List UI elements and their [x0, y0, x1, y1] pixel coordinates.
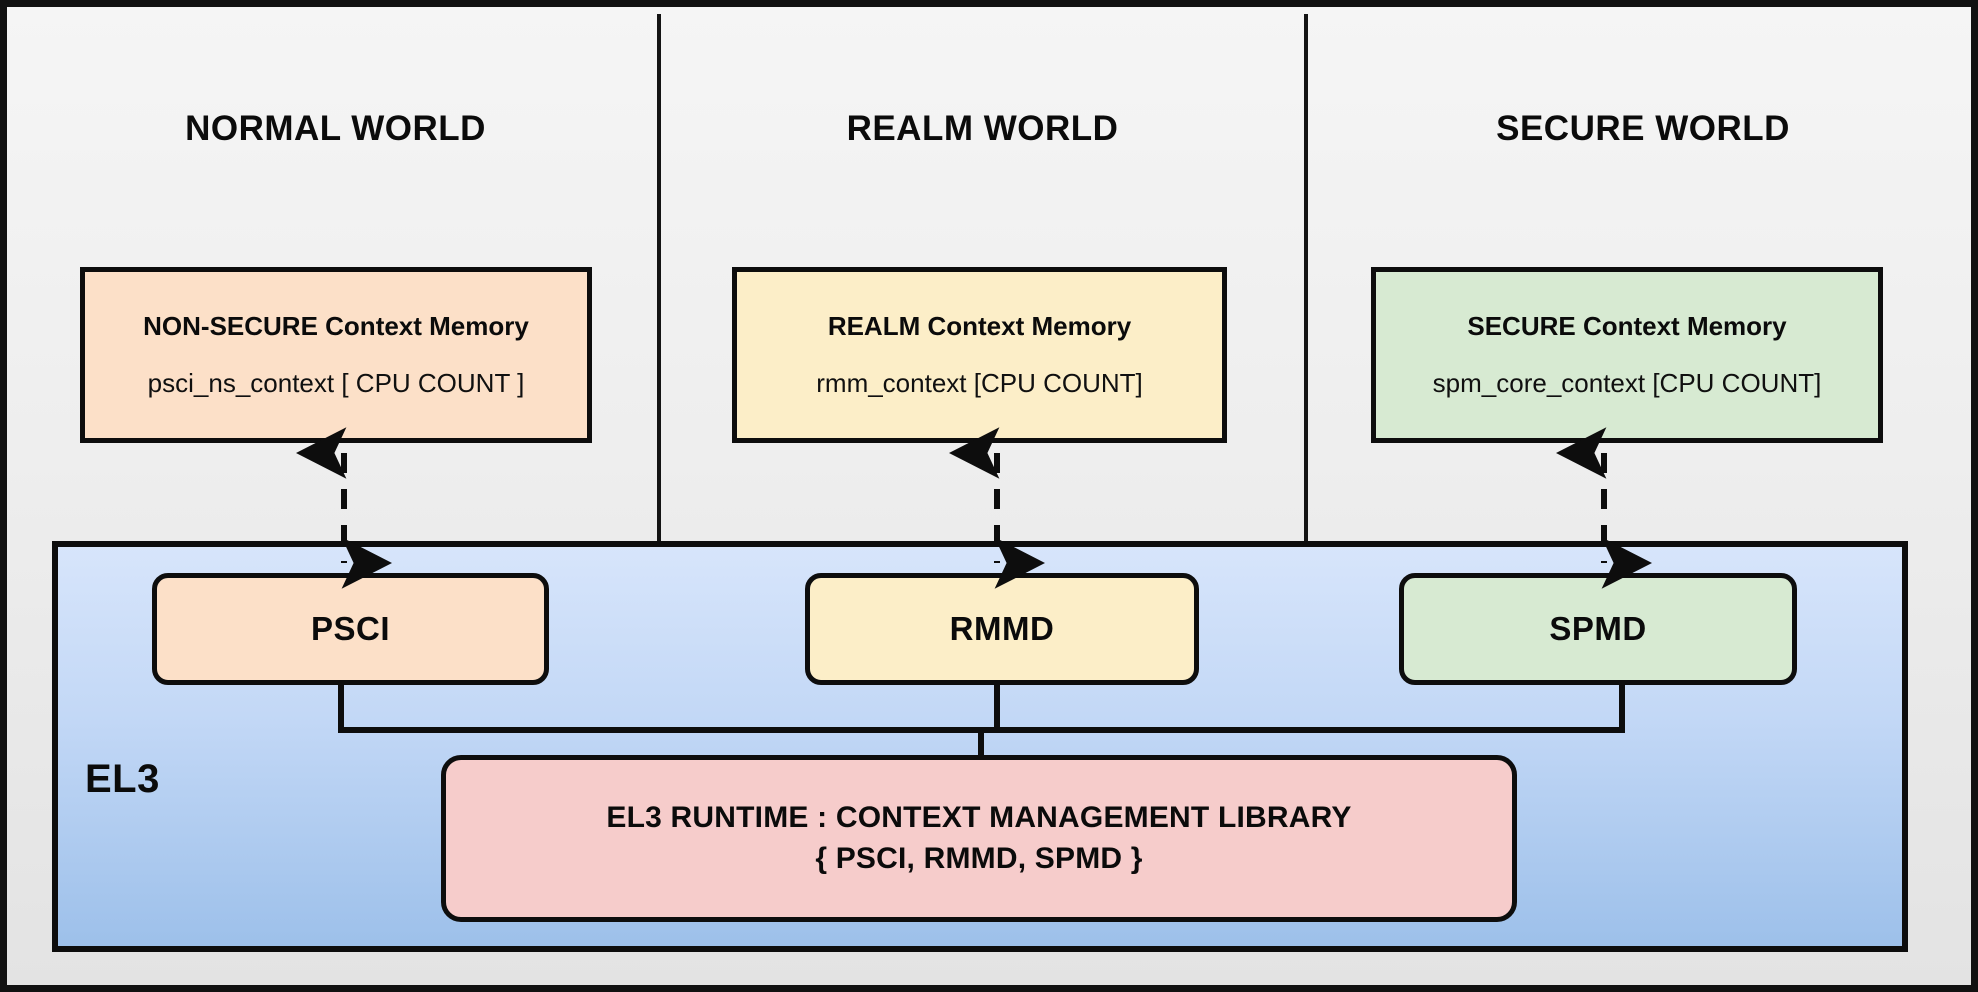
world-column-secure: SECURE WORLD [1308, 14, 1971, 541]
context-memory-subtitle-realm: rmm_context [CPU COUNT] [816, 368, 1143, 398]
dispatcher-box-psci[interactable]: PSCI [152, 573, 549, 685]
dispatcher-box-rmmd[interactable]: RMMD [805, 573, 1199, 685]
context-memory-box-realm: REALM Context Memory rmm_context [CPU CO… [732, 267, 1227, 443]
context-memory-title-nonsecure: NON-SECURE Context Memory [143, 310, 529, 341]
world-column-normal: NORMAL WORLD [14, 14, 661, 541]
world-column-realm: REALM WORLD [661, 14, 1308, 541]
dispatcher-label-psci: PSCI [310, 610, 391, 647]
world-title-secure: SECURE WORLD [1496, 109, 1790, 148]
context-memory-title-secure: SECURE Context Memory [1467, 310, 1787, 341]
dispatcher-label-spmd: SPMD [1549, 610, 1647, 647]
el3-label: EL3 [85, 757, 160, 801]
dispatcher-box-spmd[interactable]: SPMD [1399, 573, 1797, 685]
context-memory-title-realm: REALM Context Memory [827, 310, 1132, 341]
context-memory-subtitle-secure: spm_core_context [CPU COUNT] [1432, 368, 1822, 398]
runtime-library-line-1: EL3 RUNTIME : CONTEXT MANAGEMENT LIBRARY [606, 801, 1352, 834]
context-memory-box-nonsecure: NON-SECURE Context Memory psci_ns_contex… [80, 267, 592, 443]
context-memory-box-secure: SECURE Context Memory spm_core_context [… [1371, 267, 1883, 443]
dispatcher-label-rmmd: RMMD [949, 610, 1055, 647]
runtime-library-line-2: { PSCI, RMMD, SPMD } [815, 841, 1143, 875]
world-title-realm: REALM WORLD [846, 109, 1119, 148]
context-memory-subtitle-nonsecure: psci_ns_context [ CPU COUNT ] [147, 368, 525, 398]
el3-runtime-library-box[interactable]: EL3 RUNTIME : CONTEXT MANAGEMENT LIBRARY… [441, 755, 1517, 922]
world-title-normal: NORMAL WORLD [185, 109, 486, 148]
